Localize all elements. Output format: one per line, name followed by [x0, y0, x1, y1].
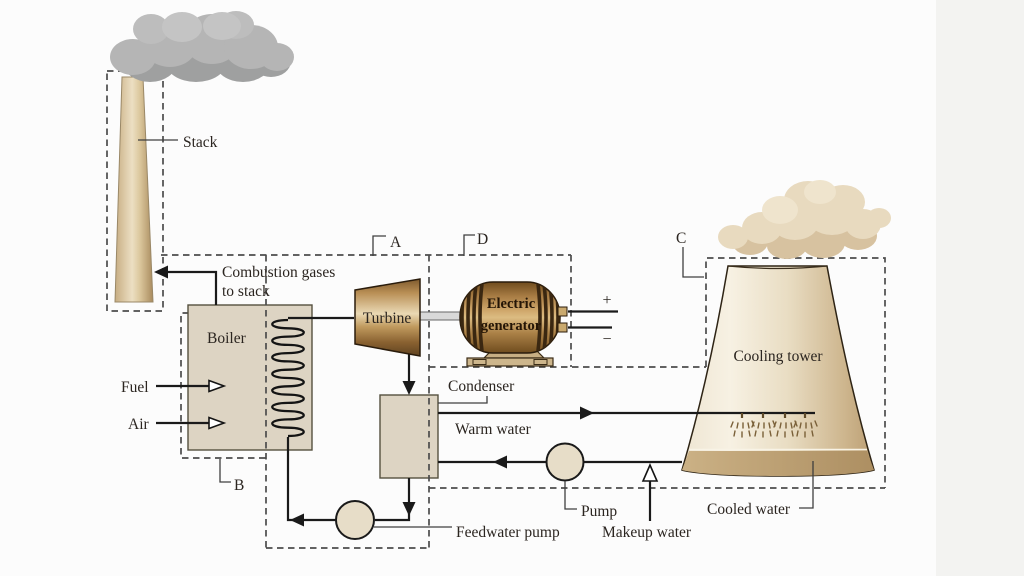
- feedwater-pipe: [286, 437, 336, 522]
- arrow-to-boiler-icon: [290, 513, 304, 527]
- arrow-warm-water-icon: [580, 406, 594, 420]
- pump-leader: [564, 481, 577, 510]
- boundary-letter-c: C: [676, 230, 686, 247]
- cooling-tower-shell: [681, 265, 875, 477]
- warm-water-label: Warm water: [455, 421, 532, 438]
- arrow-cooled-water-icon: [493, 455, 507, 469]
- leader-lines: [138, 139, 814, 528]
- feedwater-pump-label: Feedwater pump: [456, 524, 560, 541]
- cooled-water-leader: [799, 461, 814, 509]
- feedwater-pump-circle: [335, 500, 375, 540]
- boundary-letter-a: A: [390, 234, 402, 251]
- condenser-leader: [438, 396, 488, 404]
- fuel-arrow-icon: [208, 379, 227, 393]
- cooling-tower-label: Cooling tower: [733, 348, 823, 365]
- combustion-gas-pipe: [166, 270, 218, 305]
- minus-sign: −: [602, 331, 611, 348]
- generator-bolt-right: [533, 359, 548, 365]
- pipes: [156, 270, 815, 522]
- boiler-coil: [271, 318, 305, 438]
- bracket-b: [219, 459, 231, 483]
- open-arrowheads: [208, 379, 659, 482]
- generator-label-line1: Electric: [487, 296, 536, 312]
- makeup-arrow-icon: [641, 463, 659, 482]
- arrow-to-stack-icon: [154, 265, 168, 279]
- tower-steam-cloud: [718, 180, 891, 259]
- tower-water-band: [682, 451, 874, 476]
- tower-spray: [730, 413, 818, 438]
- pump-label: Pump: [581, 503, 617, 520]
- generator-body: [459, 281, 561, 354]
- boiler-label: Boiler: [207, 330, 247, 347]
- plus-sign: +: [602, 292, 611, 309]
- cooled-water-label: Cooled water: [707, 501, 791, 518]
- flow-arrowheads: [154, 265, 594, 527]
- shaft: [419, 311, 463, 321]
- boundary-c-box: [705, 257, 886, 488]
- circulating-pump-circle: [545, 442, 585, 482]
- condensate-pipe: [375, 478, 411, 522]
- terminal-minus-block: [557, 322, 568, 333]
- tower-rim: [727, 265, 828, 270]
- air-label: Air: [128, 416, 150, 433]
- bracket-d: [463, 234, 475, 256]
- bracket-a: [372, 235, 386, 256]
- right-edge-band: [936, 0, 1024, 576]
- makeup-water-label: Makeup water: [602, 524, 692, 541]
- combustion-gases-label-line2: to stack: [222, 283, 270, 300]
- terminal-plus-block: [557, 306, 568, 317]
- boundary-letter-d: D: [477, 231, 488, 248]
- turbine-shape: [354, 278, 421, 357]
- turbine-label: Turbine: [363, 310, 412, 327]
- bracket-c: [682, 247, 704, 278]
- fuel-label: Fuel: [121, 379, 149, 396]
- generator-label-line2: generator: [481, 318, 542, 334]
- arrow-condensate-icon: [402, 502, 416, 516]
- electric-generator: [459, 281, 568, 367]
- arrow-to-condenser-icon: [402, 381, 416, 395]
- combustion-gases-label-line1: Combustion gases: [222, 264, 335, 281]
- generator-bolt-left: [472, 359, 487, 365]
- smoke-cloud: [110, 11, 294, 82]
- air-arrow-icon: [208, 416, 227, 430]
- cooling-tower: [681, 265, 875, 477]
- boundary-letter-b: B: [234, 477, 244, 494]
- stack-label: Stack: [183, 134, 218, 151]
- generator-baseplate: [466, 357, 554, 367]
- condenser-label: Condenser: [448, 378, 515, 395]
- labels: Stack Combustion gases to stack Boiler F…: [121, 134, 823, 541]
